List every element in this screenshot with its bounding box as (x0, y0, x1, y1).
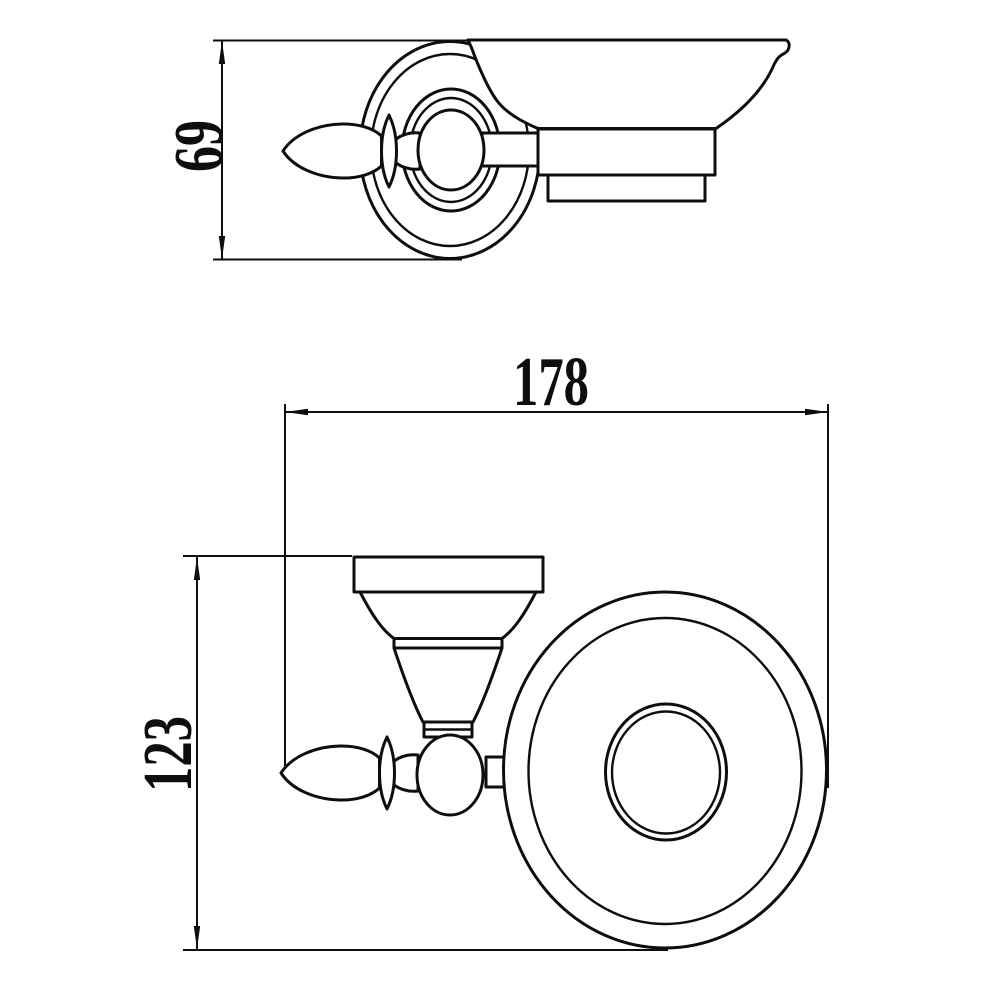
arm-profile (480, 131, 540, 168)
post-neck (394, 131, 422, 171)
bell-upper (358, 590, 538, 640)
bracket-plate-lower (546, 173, 707, 203)
side-view: 69 (161, 38, 791, 261)
finial-leaf (279, 744, 381, 802)
bell-lower (392, 646, 504, 724)
arrowhead-up-icon (193, 557, 201, 580)
dimension-69: 69 (161, 39, 470, 261)
arrowhead-right-icon (805, 408, 828, 416)
dish-circle (502, 590, 828, 950)
post-collar (380, 113, 398, 189)
arrowhead-down-icon (193, 926, 201, 949)
dimension-178-label: 178 (513, 344, 589, 421)
plan-view: 178 123 (130, 344, 829, 951)
post-ball (416, 108, 486, 192)
dish-hole-inner-ring (610, 710, 722, 835)
wall-plate (352, 555, 545, 594)
dimension-69-label: 69 (161, 120, 238, 172)
bracket-plate-upper (536, 127, 717, 177)
post-ball (415, 733, 485, 817)
dimension-178: 178 (284, 344, 829, 788)
post-neck (392, 753, 420, 793)
dish-rim-ring (527, 616, 803, 926)
post-collar (378, 735, 396, 811)
soap-dish-bowl-profile (466, 38, 791, 130)
arrowhead-up-icon (218, 41, 226, 64)
dimension-123: 123 (130, 555, 668, 951)
dish-outer-ring (502, 590, 828, 950)
dish-hole-outer-ring (604, 702, 728, 842)
finial-leaf (281, 122, 383, 180)
dimension-123-label: 123 (130, 716, 207, 792)
arrowhead-down-icon (218, 236, 226, 259)
arrowhead-left-icon (285, 408, 308, 416)
bell-taper (358, 590, 538, 739)
